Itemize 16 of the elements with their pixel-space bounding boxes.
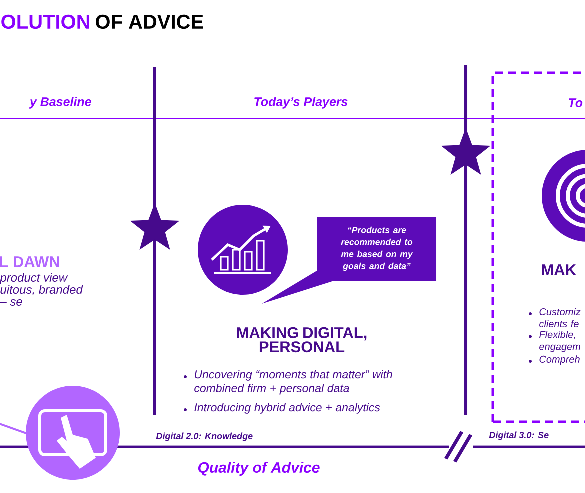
node-label: “Products are recommended to me based on my goals and data” [341,226,414,272]
bullet-item: Uncovering “moments that matter” with combined firm + personal data [194,370,392,395]
section-heading: L DAWN [0,256,60,268]
chart-icon-circle [198,205,288,295]
axis-title: Quality of Advice [198,462,320,476]
column-heading: Today’s Players [254,97,348,109]
title-text: OF ADVICE [96,14,204,30]
dashed-box: To MAK Customiz clients fe Flexible, engagem Compreh [492,72,585,424]
stage-label: Digital 2.0: Knowledge [156,432,253,442]
description-text: product view uitous, branded – se [0,273,84,306]
stage-label: Digital 3.0: Se [489,432,549,440]
title-text: OLUTION [2,14,90,30]
section-heading: MAKING DIGITAL, PERSONAL [237,327,367,353]
bullet-item: Introducing hybrid advice + analytics [194,403,380,414]
column-heading: y Baseline [29,97,92,109]
speech-bubble: “Products are recommended to me based on my goals and data” [262,217,436,304]
